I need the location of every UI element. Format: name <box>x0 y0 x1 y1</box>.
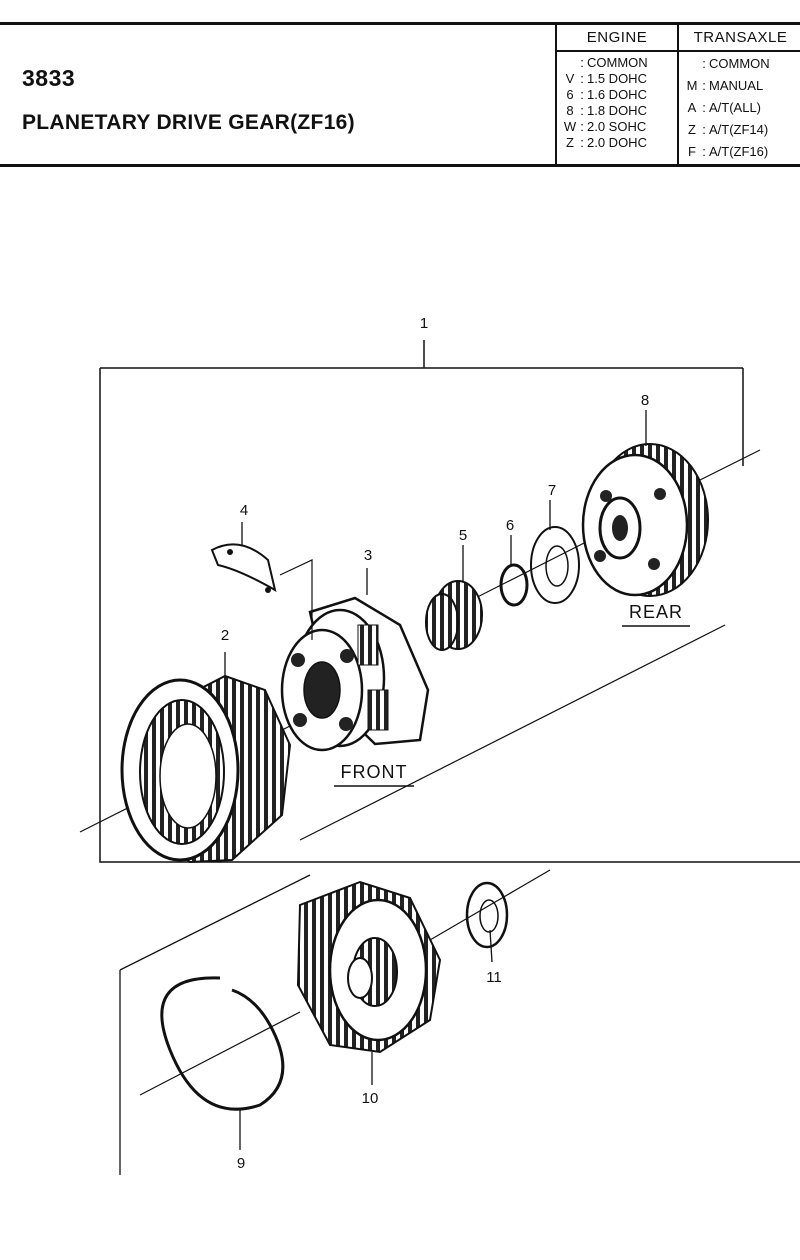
transaxle-row: :COMMON <box>702 56 770 71</box>
page-title: PLANETARY DRIVE GEAR(ZF16) <box>22 111 355 134</box>
engine-row: W:2.0 SOHC <box>563 119 647 134</box>
rear-label: REAR <box>629 602 683 622</box>
transaxle-row: A:A/T(ALL) <box>687 100 762 115</box>
transaxle-row: M:MANUAL <box>686 78 764 93</box>
callout-5: 5 <box>459 527 467 544</box>
engine-heading: ENGINE <box>557 25 677 52</box>
callout-1: 1 <box>420 315 428 332</box>
callout-10: 10 <box>362 1090 379 1107</box>
transaxle-heading: TRANSAXLE <box>679 25 800 52</box>
engine-row: :COMMON <box>580 55 648 70</box>
thrust-washer <box>530 500 580 604</box>
large-snap-ring <box>160 976 285 1150</box>
ring-gear <box>120 652 292 864</box>
transaxle-row: Z:A/T(ZF14) <box>688 122 769 137</box>
callout-8: 8 <box>641 392 649 409</box>
engine-row: 6:1.6 DOHC <box>566 87 647 102</box>
callout-11: 11 <box>486 969 502 986</box>
page-number: 3833 <box>22 65 76 91</box>
callout-3: 3 <box>364 547 372 564</box>
planet-carrier <box>280 568 430 752</box>
washer <box>465 881 509 963</box>
transaxle-row: F:A/T(ZF16) <box>688 144 769 159</box>
callout-7: 7 <box>548 482 556 499</box>
callout-4: 4 <box>240 502 248 519</box>
snap-ring <box>499 535 529 607</box>
engine-row: V:1.5 DOHC <box>565 71 647 86</box>
engine-row: 8:1.8 DOHC <box>566 103 647 118</box>
callout-6: 6 <box>506 517 514 534</box>
code-legend: ENGINE :COMMON V:1.5 DOHC 6:1.6 DOHC 8:1… <box>555 25 800 167</box>
clutch-drum <box>296 880 442 1085</box>
thrust-washer-segment <box>210 522 313 640</box>
engine-legend: ENGINE :COMMON V:1.5 DOHC 6:1.6 DOHC 8:1… <box>557 25 679 167</box>
callout-9: 9 <box>237 1155 245 1172</box>
engine-row: Z:2.0 DOHC <box>566 135 647 150</box>
assembly-frame <box>99 340 800 863</box>
front-label: FRONT <box>341 762 408 782</box>
lower-frame <box>119 874 311 1175</box>
sun-gear <box>425 545 483 651</box>
title-block: 3833 PLANETARY DRIVE GEAR(ZF16) ENGINE :… <box>0 22 800 167</box>
rear-carrier <box>581 410 709 597</box>
transaxle-legend: TRANSAXLE :COMMON M:MANUAL A:A/T(ALL) Z:… <box>679 25 800 167</box>
callout-2: 2 <box>221 627 229 644</box>
